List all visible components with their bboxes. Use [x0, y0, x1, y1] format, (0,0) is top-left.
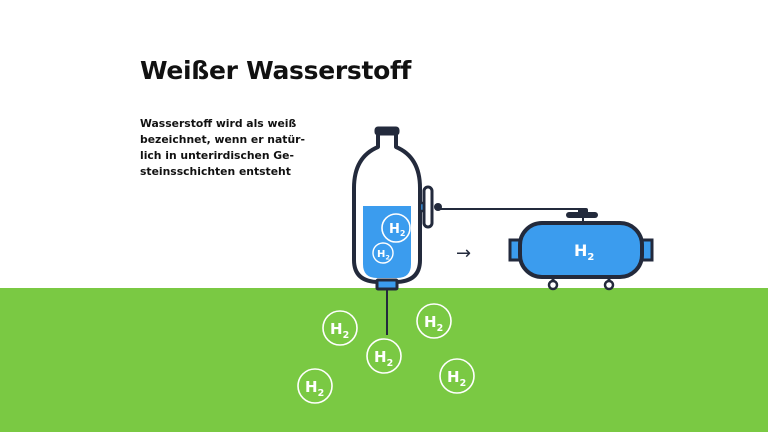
svg-text:H2: H2 [447, 368, 466, 389]
tank-foot [603, 279, 615, 291]
svg-text:H2: H2 [374, 348, 393, 369]
h-label: H [424, 313, 437, 331]
description-line: bezeichnet, wenn er natür- [140, 133, 305, 146]
svg-text:H2: H2 [305, 378, 324, 399]
h-subscript: 2 [343, 330, 350, 341]
vertical-tank [352, 126, 442, 291]
h-label: H [330, 320, 343, 338]
page-title: Weißer Wasserstoff [140, 56, 412, 85]
tank-body [518, 221, 644, 279]
description-text: Wasserstoff wird als weiß bezeichnet, we… [140, 116, 315, 180]
arrow-right-icon: → [456, 243, 471, 264]
h-subscript: 2 [387, 358, 394, 369]
description-line: Wasserstoff wird als weiß [140, 117, 297, 130]
storage-tank: H2 [508, 208, 654, 291]
h-subscript: 2 [460, 378, 467, 389]
h-label: H [447, 368, 460, 386]
tank-inlet-valve [566, 212, 598, 218]
tank-foot [547, 279, 559, 291]
h2-bubble: H2 [297, 368, 333, 404]
svg-text:H2: H2 [330, 320, 349, 341]
h-subscript: 2 [587, 252, 594, 263]
h2-bubble: H2 [322, 310, 358, 346]
description-line: lich in unterirdischen Ge- [140, 149, 294, 162]
tank-cap [374, 126, 400, 136]
h-label: H [377, 249, 385, 260]
h2-bubble: H2 [381, 213, 411, 243]
h-label: H [305, 378, 318, 396]
h-label: H [389, 222, 400, 237]
tank-h2-label: H2 [574, 241, 594, 263]
h-subscript: 2 [400, 229, 406, 238]
svg-text:H2: H2 [424, 313, 443, 334]
ground-layer [0, 288, 768, 432]
h-subscript: 2 [385, 254, 390, 262]
h2-bubble: H2 [372, 242, 394, 264]
h-subscript: 2 [437, 323, 444, 334]
svg-text:H2: H2 [389, 222, 405, 238]
h-subscript: 2 [318, 388, 325, 399]
h2-bubble: H2 [416, 303, 452, 339]
h-label: H [574, 241, 587, 260]
h-label: H [374, 348, 387, 366]
svg-text:H2: H2 [377, 249, 390, 262]
tank-base [375, 278, 399, 291]
valve-handle [422, 185, 434, 229]
description-line: steinsschichten entsteht [140, 165, 291, 178]
h2-bubble: H2 [439, 358, 475, 394]
h2-bubble: H2 [366, 338, 402, 374]
tank-inlet-valve [578, 208, 588, 214]
